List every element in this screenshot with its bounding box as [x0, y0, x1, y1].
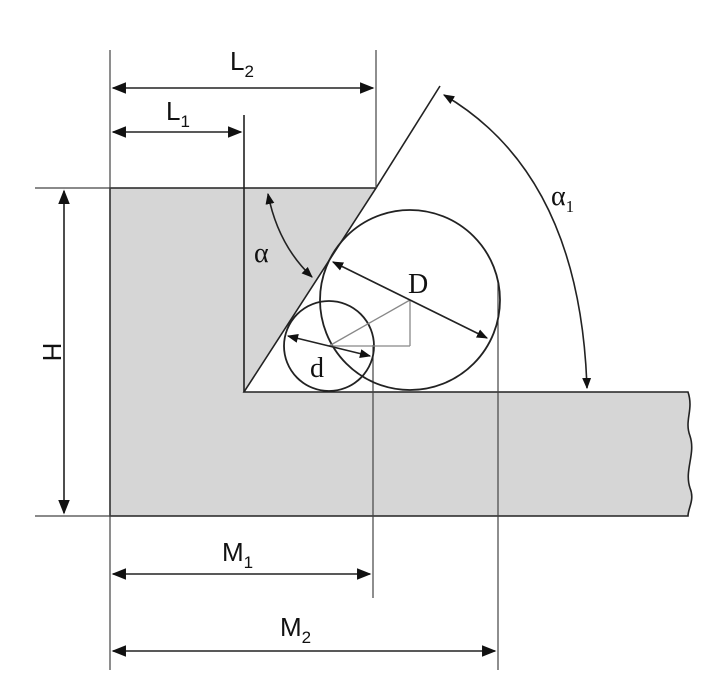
alpha1-angle-arc	[443, 94, 592, 390]
large-pin-circle	[319, 209, 501, 391]
workpiece-body	[109, 187, 693, 517]
alpha-angle-arc	[265, 192, 313, 278]
small-diameter-arrow	[286, 334, 372, 358]
label-l1: L1	[166, 96, 190, 131]
incline-extension-line	[375, 85, 441, 189]
label-m2: M2	[280, 612, 311, 647]
label-large-diameter: D	[408, 269, 428, 300]
center-line-connecting	[328, 299, 411, 347]
label-alpha1: α1	[551, 181, 574, 216]
large-diameter-arrow	[331, 261, 489, 339]
label-m1: M1	[222, 537, 253, 572]
label-h: H	[37, 343, 67, 362]
label-l2: L2	[230, 46, 254, 81]
label-alpha: α	[254, 238, 269, 269]
label-small-diameter: d	[310, 353, 324, 384]
